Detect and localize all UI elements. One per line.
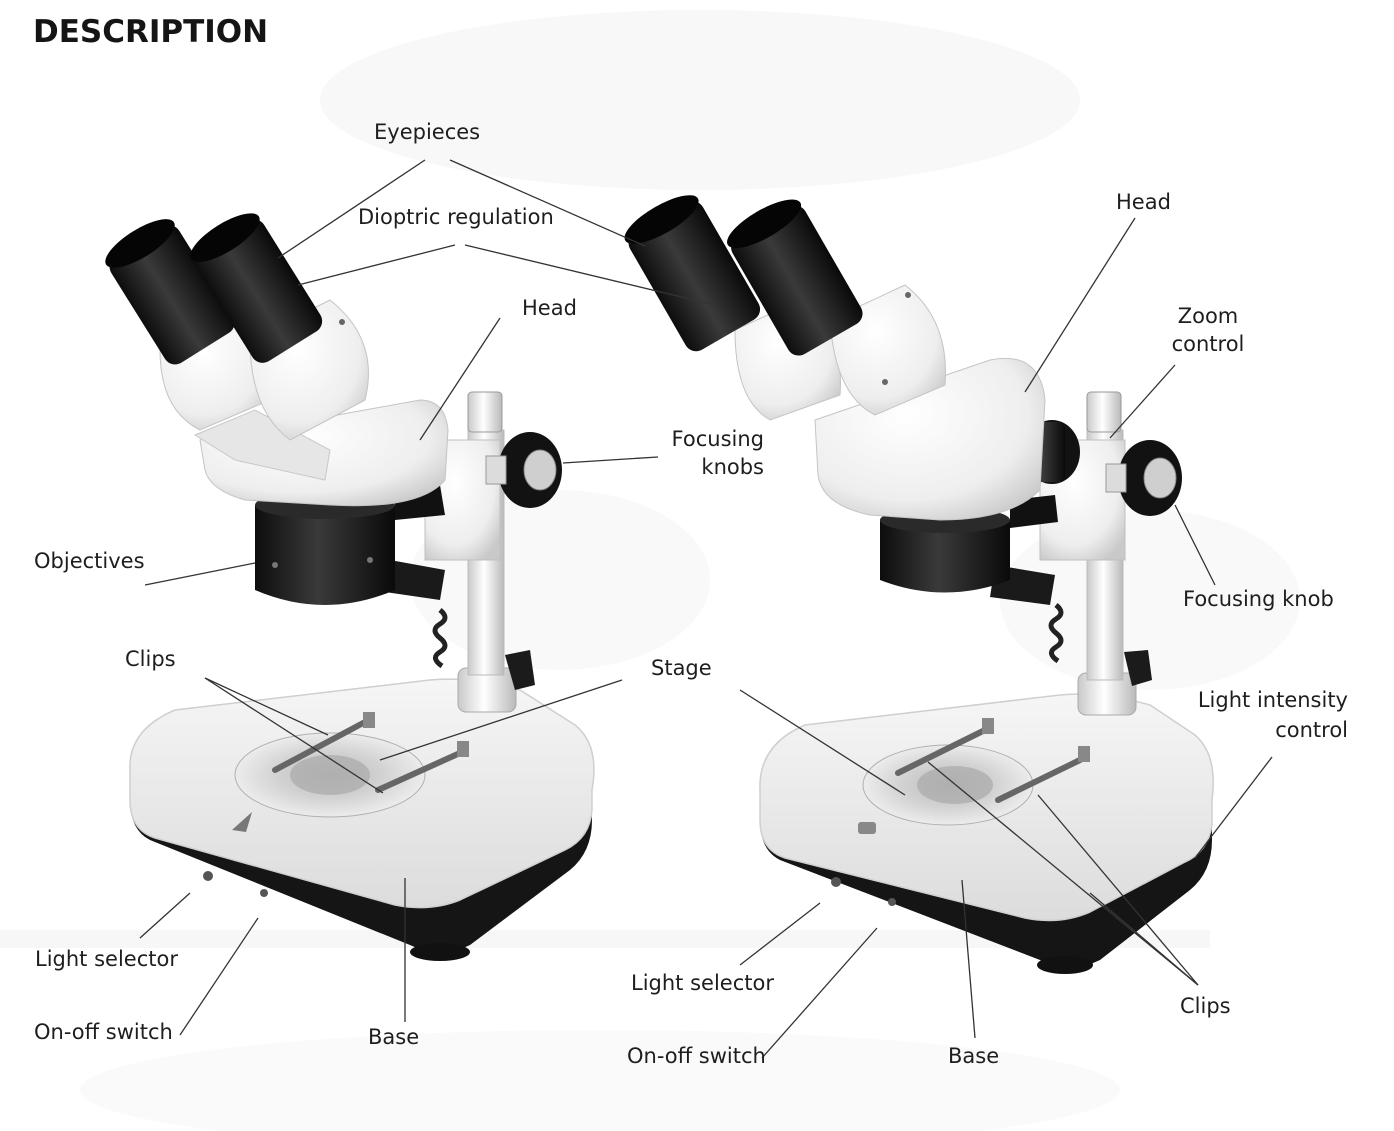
label-clips-right: Clips: [1180, 992, 1231, 1021]
label-head-right: Head: [1116, 188, 1171, 217]
label-light-selector-right: Light selector: [631, 969, 774, 998]
label-base-left: Base: [368, 1023, 419, 1052]
label-clips-left: Clips: [125, 645, 176, 674]
label-on-off-switch-right: On-off switch: [627, 1042, 766, 1071]
label-focusing-knobs-line2: knobs: [640, 453, 764, 482]
label-base-right: Base: [948, 1042, 999, 1071]
page-title: DESCRIPTION: [33, 14, 268, 50]
label-light-intensity-line2: control: [1150, 716, 1348, 745]
label-on-off-switch-left: On-off switch: [34, 1018, 173, 1047]
label-light-selector-left: Light selector: [35, 945, 178, 974]
label-focusing-knob-right: Focusing knob: [1183, 585, 1334, 614]
label-zoom-control-line2: control: [1150, 330, 1266, 359]
label-objectives: Objectives: [34, 547, 145, 576]
label-light-intensity-line1: Light intensity: [1150, 686, 1348, 715]
label-dioptric-regulation: Dioptric regulation: [358, 203, 554, 232]
label-eyepieces: Eyepieces: [374, 118, 480, 147]
label-focusing-knobs-line1: Focusing: [640, 425, 764, 454]
label-head-left: Head: [522, 294, 577, 323]
label-zoom-control-line1: Zoom: [1150, 302, 1266, 331]
label-stage: Stage: [651, 654, 712, 683]
